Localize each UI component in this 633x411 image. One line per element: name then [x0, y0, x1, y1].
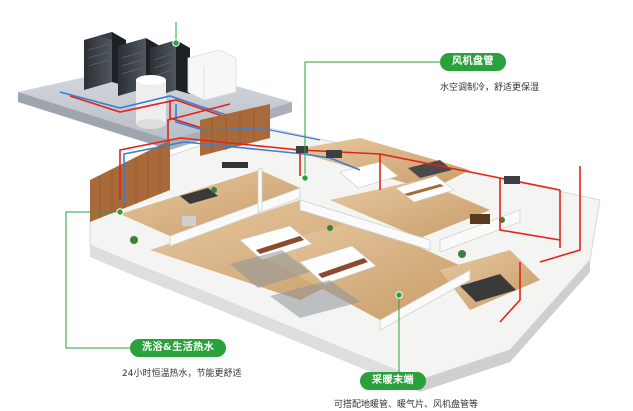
heating-terminal-description: 可搭配地暖管、暖气片、风机盘管等	[334, 397, 478, 410]
heating-terminal-badge: 采暖末端	[360, 372, 426, 390]
fan-coil-badge: 风机盘管	[440, 53, 506, 71]
fan-coil-description: 水空调制冷，舒适更保湿	[440, 80, 539, 93]
hot-water-description: 24小时恒温热水，节能更舒适	[122, 366, 241, 379]
hot-water-badge: 洗浴&生活热水	[130, 339, 226, 357]
